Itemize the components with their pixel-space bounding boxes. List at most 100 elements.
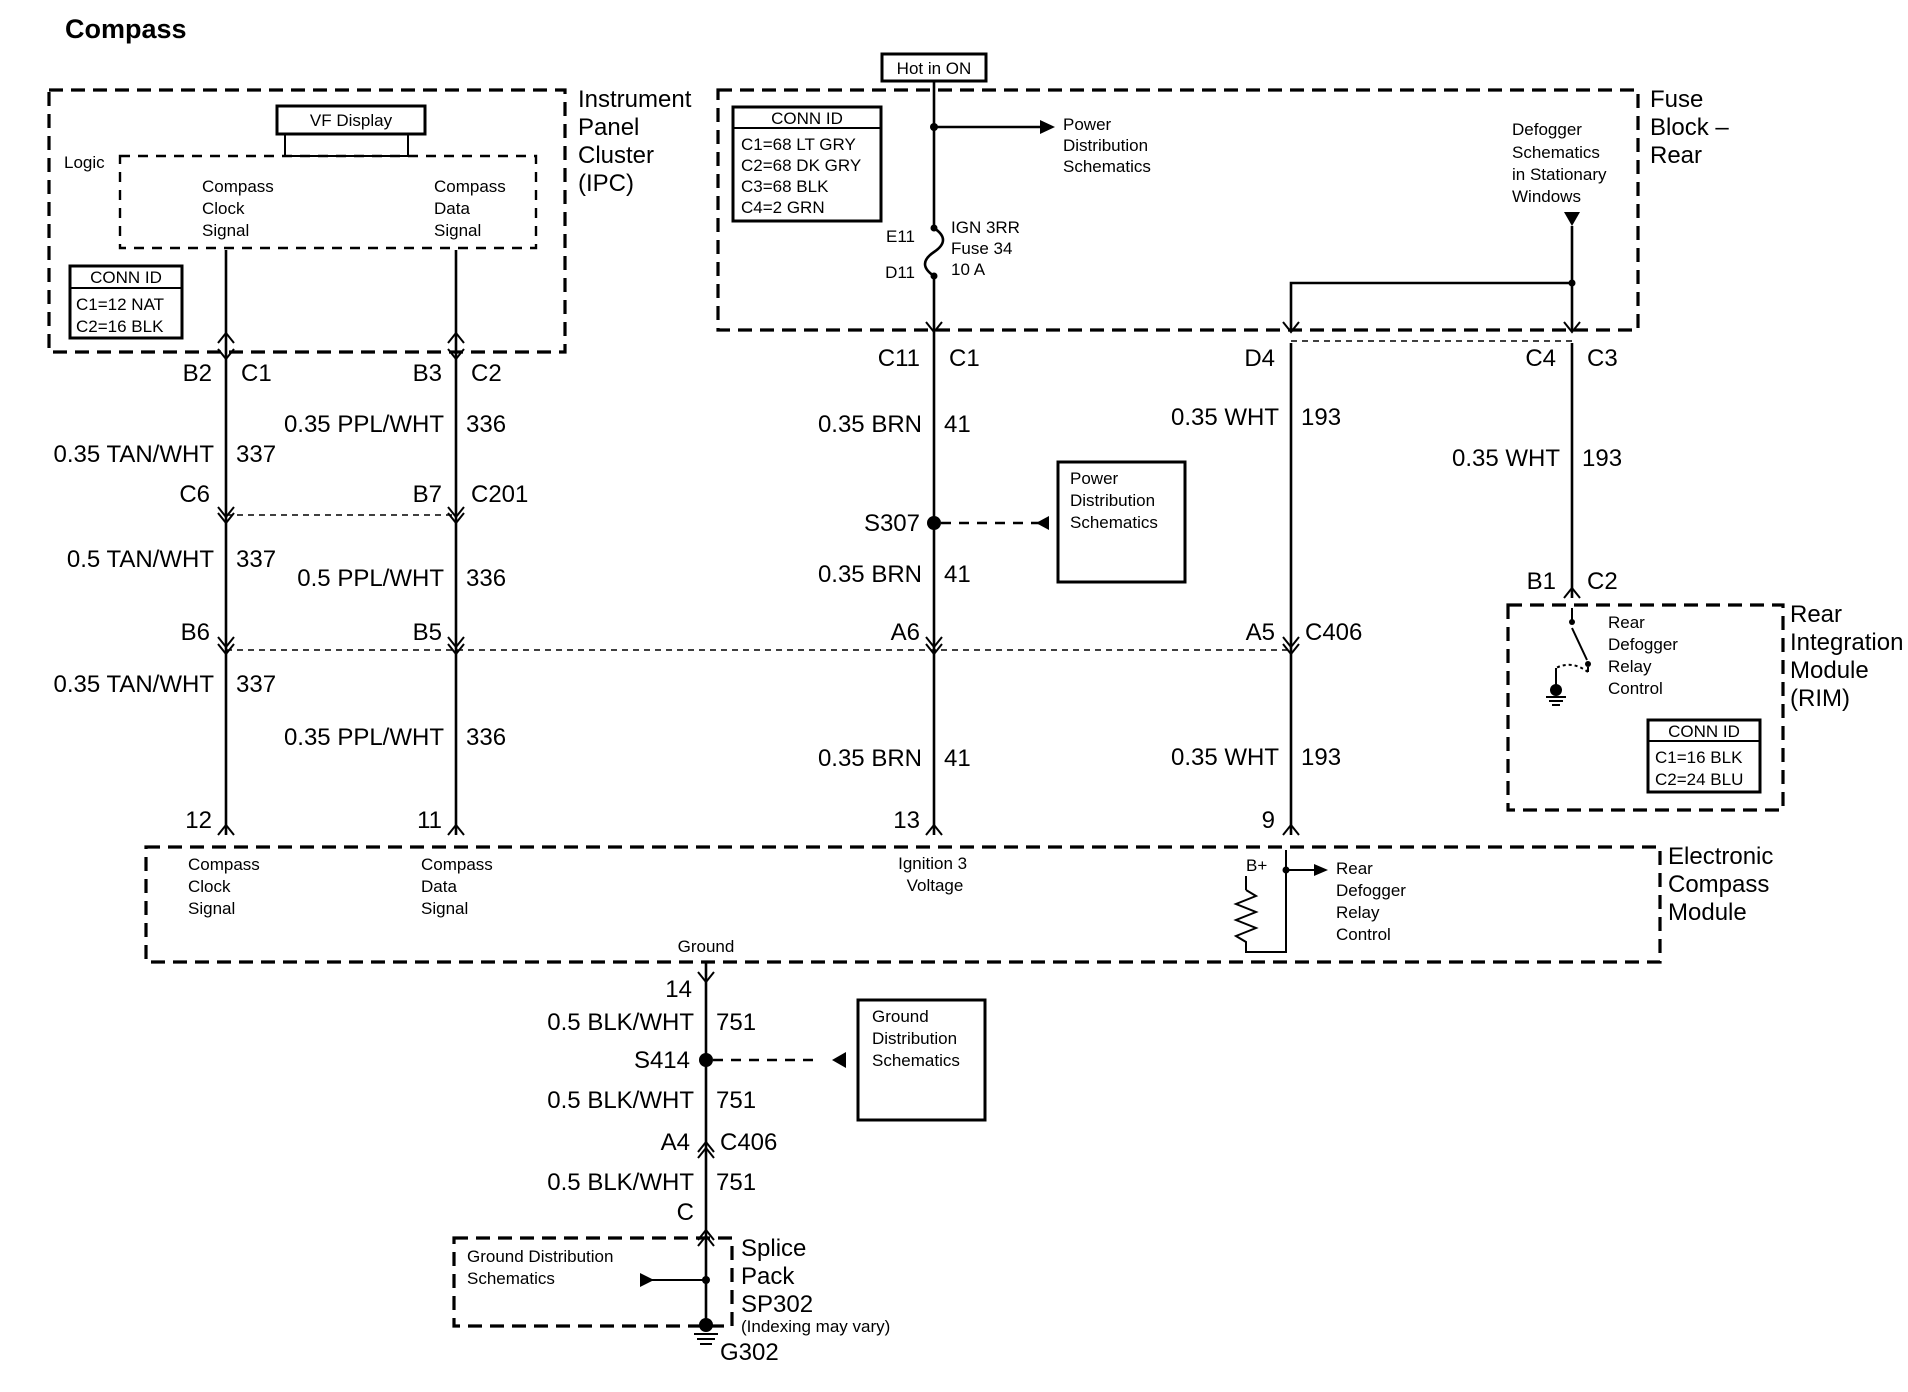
wire-336-c-circuit: 336 — [466, 724, 506, 751]
pin-d4: D4 — [1244, 345, 1275, 372]
ipc-name: Instrument Panel Cluster (IPC) — [578, 86, 698, 197]
wire-193-b-circuit: 193 — [1582, 445, 1622, 472]
ecm-pin-13: 13 — [893, 807, 920, 834]
wire-751-b-circuit: 751 — [716, 1087, 756, 1114]
power-dist-schematics-box: Power Distribution Schematics — [1056, 460, 1187, 584]
pin-c2-ipc: C2 — [471, 360, 502, 387]
fuse-conn-id-title: CONN ID — [771, 109, 843, 128]
ipc-conn-id-box — [68, 264, 184, 340]
conn-b5: B5 — [413, 619, 442, 646]
circuit-751: 14 0.5 BLK/WHT 751 S414 0.5 BLK/WHT 751 … — [547, 962, 846, 1366]
wire-337-a-circuit: 337 — [236, 441, 276, 468]
ipc-data-signal-label: Compass Data Signal — [434, 177, 511, 240]
rim-conn-id-box — [1646, 718, 1762, 794]
pin-c2-rim: C2 — [1587, 568, 1618, 595]
wire-41-b-size: 0.35 BRN — [818, 561, 922, 588]
wire-336-b-circuit: 336 — [466, 565, 506, 592]
wire-337-c-circuit: 337 — [236, 671, 276, 698]
ecm-ignition-label: Ignition 3 Voltage — [898, 854, 972, 895]
splice-pack-boundary — [452, 1236, 734, 1328]
pin-c11: C11 — [878, 345, 920, 372]
rim-name: Rear Integration Module (RIM) — [1790, 601, 1908, 712]
conn-c406-ground: C406 — [720, 1129, 777, 1156]
ecm-defogger-label: Rear Defogger Relay Control — [1336, 859, 1411, 944]
defogger-schematics-ref: Defogger Schematics in Stationary Window… — [1512, 120, 1611, 206]
wire-336-a-size: 0.35 PPL/WHT — [284, 411, 444, 438]
conn-a5: A5 — [1246, 619, 1275, 646]
wire-337-a-size: 0.35 TAN/WHT — [54, 441, 215, 468]
ipc-clock-signal-label: Compass Clock Signal — [202, 177, 279, 240]
wire-336-c-size: 0.35 PPL/WHT — [284, 724, 444, 751]
wire-751-a-circuit: 751 — [716, 1009, 756, 1036]
pin-b3: B3 — [413, 360, 442, 387]
ecm-pin-12: 12 — [185, 807, 212, 834]
vf-display-bus — [284, 134, 409, 157]
wire-336-b-size: 0.5 PPL/WHT — [297, 565, 444, 592]
ecm-ground-label: Ground — [678, 937, 735, 956]
rim-conn-id-title: CONN ID — [1668, 722, 1740, 741]
conn-c201: C201 — [471, 481, 528, 508]
ecm-boundary — [144, 845, 1662, 964]
circuit-41: C11 C1 0.35 BRN 41 S307 0.35 BRN 41 A6 0… — [818, 81, 1055, 836]
vf-display-label: VF Display — [310, 111, 393, 130]
ecm-clock-signal-label: Compass Clock Signal — [188, 855, 265, 918]
wire-41-c-size: 0.35 BRN — [818, 745, 922, 772]
conn-a6: A6 — [891, 619, 920, 646]
wire-193-a-circuit: 193 — [1301, 404, 1341, 431]
conn-b7: B7 — [413, 481, 442, 508]
wire-751-c-circuit: 751 — [716, 1169, 756, 1196]
fuse-pin-e11: E11 — [886, 227, 915, 246]
hot-in-on-label: Hot in ON — [897, 59, 972, 78]
vf-display-box — [275, 104, 427, 136]
wire-193-c-circuit: 193 — [1301, 744, 1341, 771]
ipc-boundary — [47, 88, 567, 354]
splice-pack-note: (Indexing may vary) — [741, 1317, 890, 1336]
wire-41-a-circuit: 41 — [944, 411, 971, 438]
rim-defogger-control-label: Rear Defogger Relay Control — [1608, 613, 1683, 698]
conn-b6: B6 — [181, 619, 210, 646]
pin-c1-ipc: C1 — [241, 360, 272, 387]
wire-337-c-size: 0.35 TAN/WHT — [54, 671, 215, 698]
electronic-compass-module: Electronic Compass Module Compass Clock … — [144, 843, 1780, 964]
wire-337-b-size: 0.5 TAN/WHT — [67, 546, 214, 573]
conn-c406: C406 — [1305, 619, 1362, 646]
splice-s307 — [927, 516, 941, 530]
pin-c3: C3 — [1587, 345, 1618, 372]
rim-boundary — [1506, 603, 1785, 812]
conn-c6: C6 — [179, 481, 210, 508]
ipc-logic-box — [118, 154, 538, 250]
splice-s414-label: S414 — [634, 1047, 690, 1074]
pin-b2: B2 — [183, 360, 212, 387]
ground-g302: G302 — [720, 1339, 779, 1366]
splice-gnd-ref-label: Ground Distribution Schematics — [467, 1247, 618, 1288]
fuse-power-dist-ref: Power Distribution Schematics — [1063, 115, 1153, 176]
fuse-block-name: Fuse Block – Rear — [1650, 86, 1735, 169]
ecm-pin-14: 14 — [665, 976, 692, 1003]
wire-193-a-size: 0.35 WHT — [1171, 404, 1279, 431]
fuse-conn-id-rows: C1=68 LT GRY C2=68 DK GRY C3=68 BLK C4=2… — [741, 135, 866, 217]
ground-dist-schematics-box: Ground Distribution Schematics — [856, 998, 987, 1122]
pin-c1-fuse: C1 — [949, 345, 980, 372]
wire-41-b-circuit: 41 — [944, 561, 971, 588]
splice-s307-label: S307 — [864, 510, 920, 537]
splice-s414 — [699, 1053, 713, 1067]
ecm-pin-9: 9 — [1262, 807, 1275, 834]
splice-pin-c: C — [677, 1199, 694, 1226]
wire-751-a-size: 0.5 BLK/WHT — [547, 1009, 694, 1036]
wire-41-c-circuit: 41 — [944, 745, 971, 772]
rear-integration-module: Rear Integration Module (RIM) Rear Defog… — [1506, 601, 1908, 812]
wire-336-a-circuit: 336 — [466, 411, 506, 438]
ipc-conn-id-title: CONN ID — [90, 268, 162, 287]
ipc-conn-id-rows: C1=12 NAT C2=16 BLK — [76, 295, 168, 336]
wire-193-c-size: 0.35 WHT — [1171, 744, 1279, 771]
fuse-block-rear: Fuse Block – Rear Hot in ON CONN ID C1=6… — [716, 52, 1735, 332]
pin-c4: C4 — [1525, 345, 1556, 372]
rim-conn-id-rows: C1=16 BLK C2=24 BLU — [1655, 748, 1747, 789]
splice-pack-sp302: Splice Pack SP302 (Indexing may vary) Gr… — [452, 1235, 890, 1336]
ecm-pin-11: 11 — [417, 807, 442, 834]
ecm-name: Electronic Compass Module — [1668, 843, 1780, 926]
ecm-bplus-label: B+ — [1246, 856, 1267, 875]
fuse-block-boundary — [716, 88, 1640, 332]
diagram-title: Compass — [65, 14, 187, 44]
